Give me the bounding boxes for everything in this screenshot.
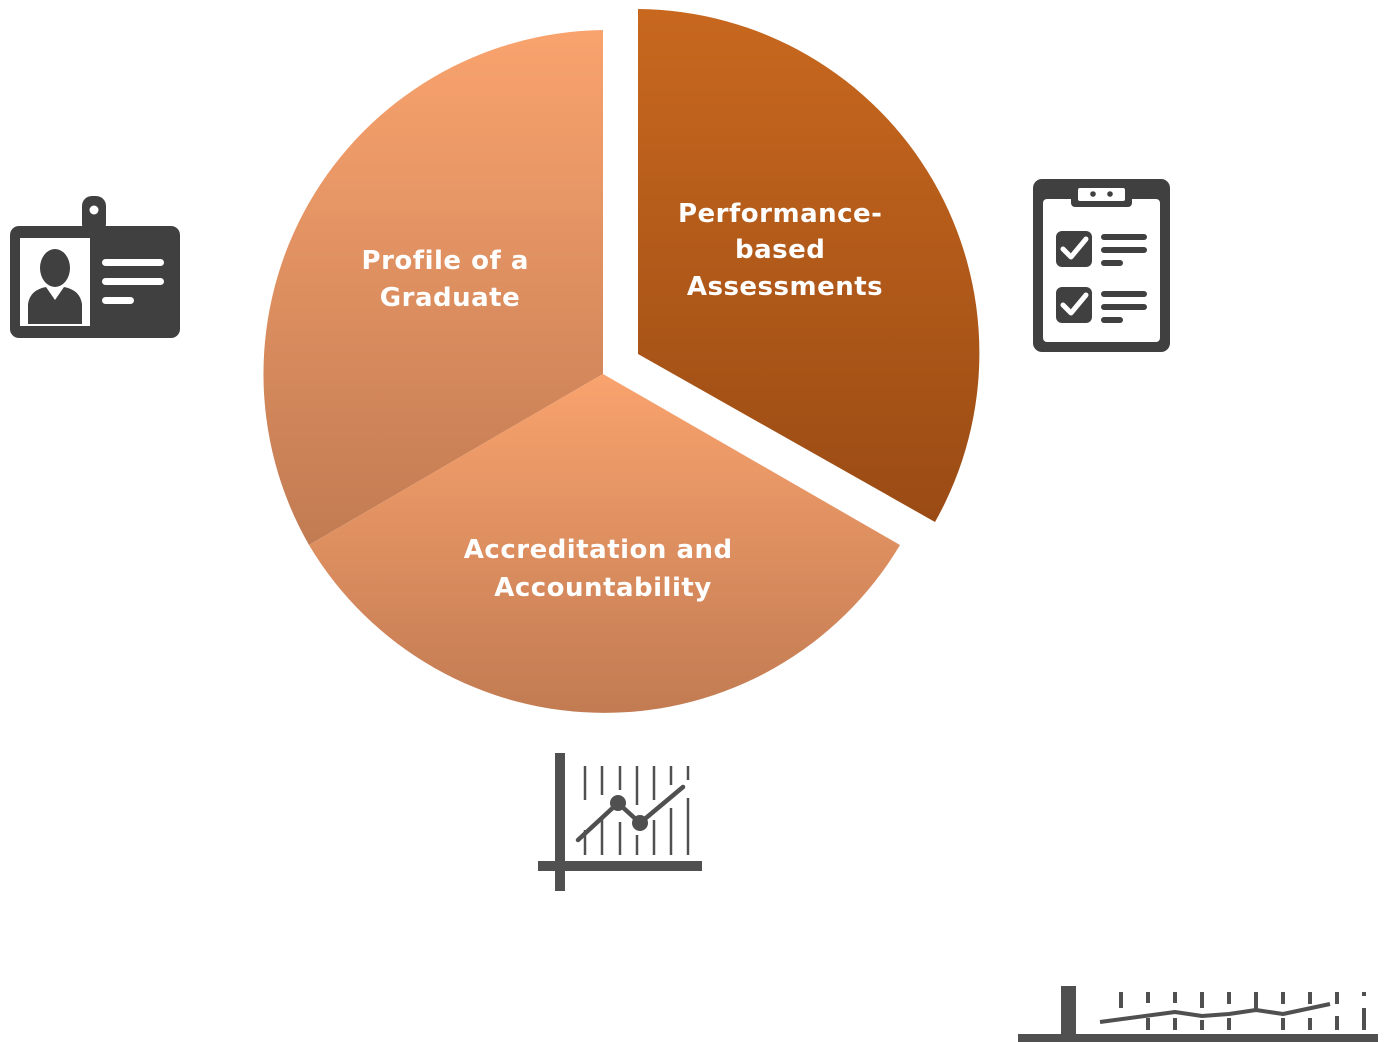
id-badge-icon <box>10 196 180 338</box>
segment-shape-performance <box>638 9 980 522</box>
segment-label-line: Assessments <box>687 272 883 302</box>
segment-label-line: Graduate <box>380 283 520 313</box>
segment-shape-profile <box>263 30 603 545</box>
segment-shape-accreditation <box>309 374 900 713</box>
line-chart-icon-partial <box>1018 986 1378 1042</box>
segment-label-profile: Profile of a Graduate <box>362 246 539 313</box>
segment-performance-based-assessments: Performance- based Assessments <box>638 9 980 522</box>
segment-label-line: based <box>735 235 825 265</box>
segment-label-performance: Performance- based Assessments <box>678 199 892 302</box>
line-chart-icon <box>538 753 702 891</box>
segment-label-accreditation: Accreditation and Accountability <box>464 535 742 603</box>
segment-label-line: Performance- <box>678 199 883 229</box>
checklist-clipboard-icon <box>1033 179 1170 352</box>
segment-label-line: Profile of a <box>362 246 529 276</box>
segment-profile-of-a-graduate: Profile of a Graduate <box>263 30 603 545</box>
segment-label-line: Accountability <box>494 573 712 603</box>
segment-accreditation-and-accountability: Accreditation and Accountability <box>309 374 900 713</box>
segment-label-line: Accreditation and <box>464 535 733 565</box>
